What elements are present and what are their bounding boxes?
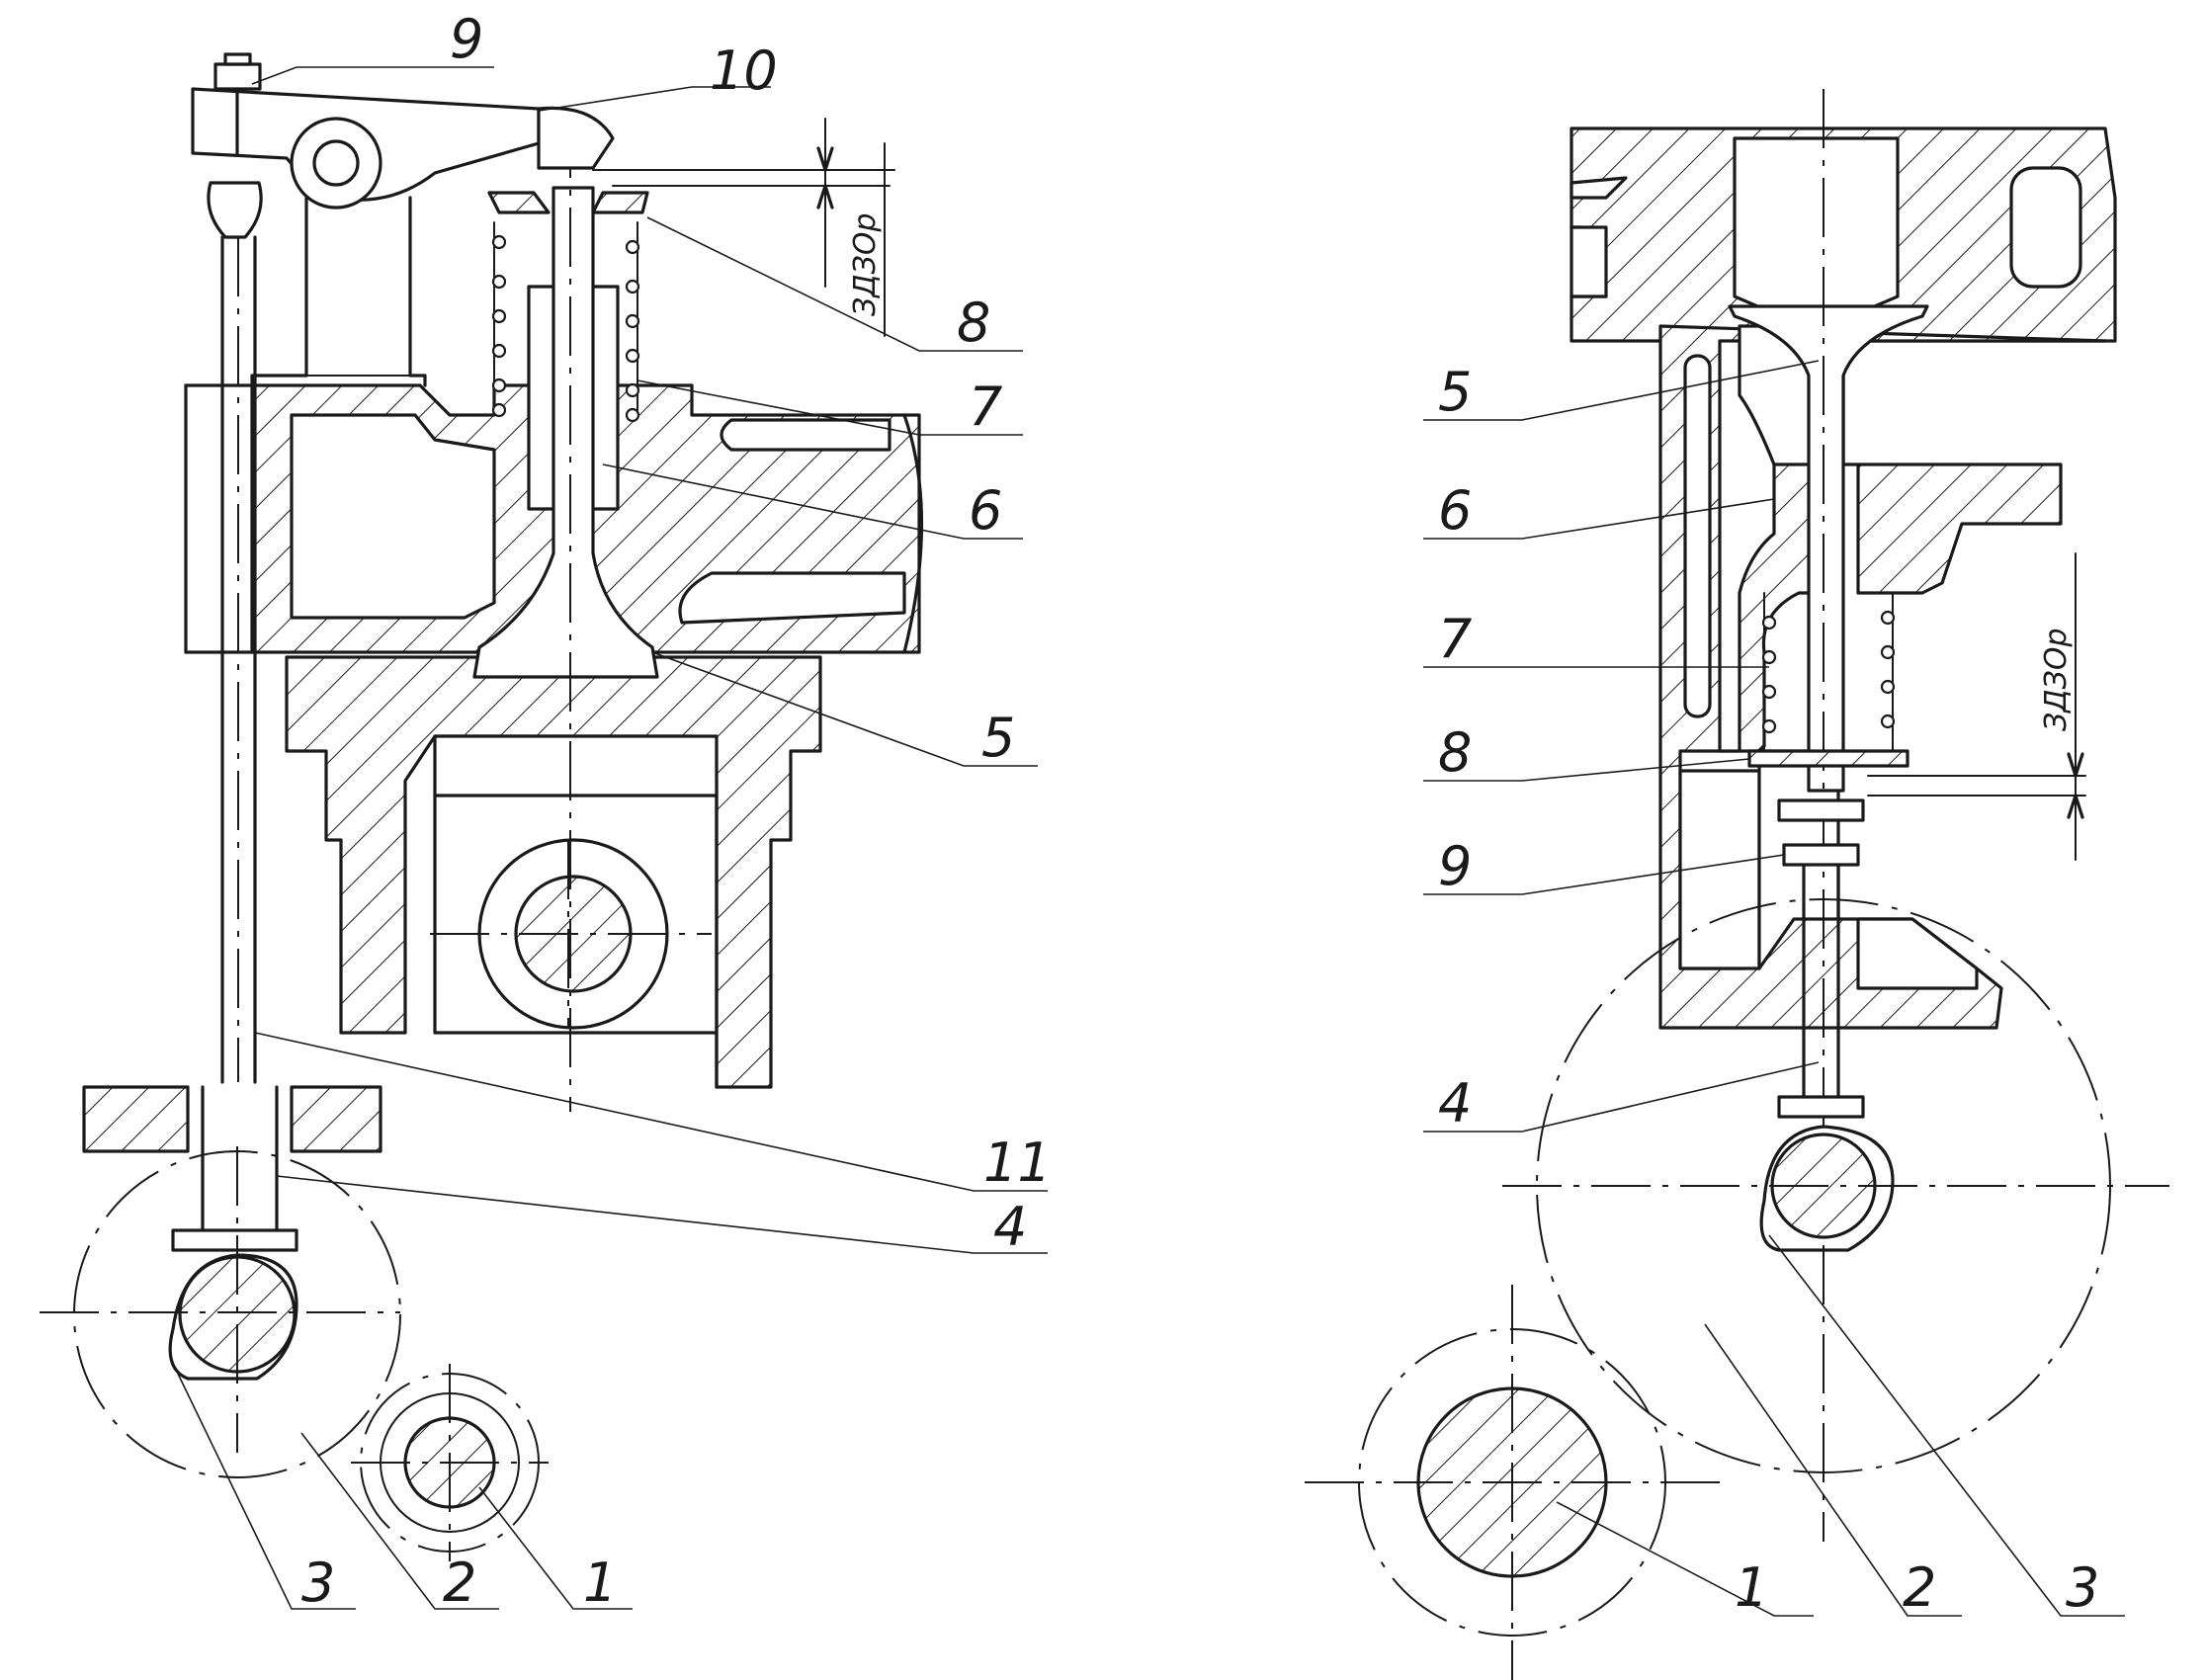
left-label-4: 4 (993, 1196, 1027, 1258)
left-camshaft (40, 1146, 401, 1478)
left-rocker-arm (191, 87, 615, 387)
left-labels: 9 10 8 7 6 5 11 4 3 2 1 (301, 8, 1052, 1614)
left-cylinder (285, 655, 822, 1089)
right-label-8: 8 (1438, 721, 1472, 784)
right-tappet (1777, 798, 1865, 1119)
left-push-rod (207, 181, 263, 1084)
left-label-1: 1 (583, 1552, 617, 1614)
right-cylinder-head (1570, 126, 2117, 343)
right-label-7: 7 (1438, 608, 1472, 670)
right-label-4: 4 (1438, 1072, 1472, 1134)
right-labels: 5 6 7 8 9 4 1 2 3 (1438, 361, 2099, 1619)
left-label-3: 3 (301, 1552, 335, 1614)
left-tappet (82, 1085, 382, 1252)
left-adjusting-screw (213, 52, 262, 155)
right-crankshaft (1305, 1285, 1730, 1680)
left-label-5: 5 (981, 707, 1015, 769)
left-leader-lines (177, 66, 1048, 1610)
left-label-7: 7 (969, 376, 1002, 438)
left-label-2: 2 (443, 1552, 476, 1614)
left-label-9: 9 (450, 8, 483, 70)
side-valve-view: ЗДЗОр 5 6 7 8 9 4 1 2 3 (1305, 89, 2169, 1680)
right-label-6: 6 (1438, 479, 1472, 542)
left-label-6: 6 (969, 479, 1002, 542)
right-label-3: 3 (2066, 1556, 2099, 1619)
right-camshaft (1502, 898, 2169, 1473)
left-valve (472, 119, 659, 1112)
left-clearance-dimension: ЗДЗОр (592, 118, 895, 337)
right-label-2: 2 (1903, 1556, 1936, 1619)
left-label-11: 11 (983, 1132, 1052, 1194)
left-crankshaft (351, 1364, 549, 1561)
left-label-10: 10 (710, 40, 778, 102)
right-clearance-label: ЗДЗОр (2039, 628, 2074, 731)
left-label-8: 8 (957, 292, 990, 354)
right-clearance-dimension: ЗДЗОр (1867, 552, 2086, 861)
left-clearance-label: ЗДЗОр (848, 212, 883, 316)
right-label-5: 5 (1438, 361, 1472, 423)
right-label-1: 1 (1735, 1556, 1768, 1619)
overhead-valve-view: ЗДЗОр 9 10 8 7 6 5 11 4 3 2 (40, 8, 1052, 1614)
right-label-9: 9 (1438, 835, 1472, 897)
right-leader-lines (1423, 360, 2125, 1617)
left-valve-spring (487, 191, 649, 423)
right-valve-spring (1747, 592, 1909, 768)
